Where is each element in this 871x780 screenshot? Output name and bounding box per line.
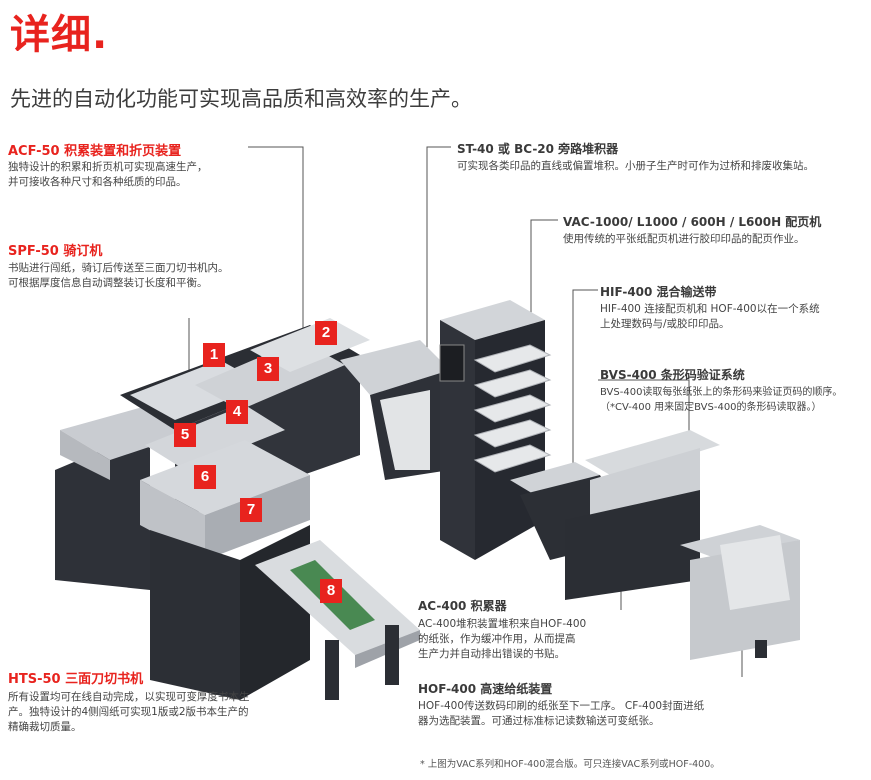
bvs-description: BVS-400读取每张纸张上的条形码来验证页码的顺序。（*CV-400 用来固定… [600, 387, 843, 413]
ac-label: AC-400 积累器 [418, 599, 507, 613]
badge-4: 4 [226, 400, 248, 424]
vac-description: 使用传统的平张纸配页机进行胶印印品的配页作业。 [563, 233, 805, 245]
vac-label: VAC-1000/ L1000 / 600H / L600H 配页机 [563, 215, 822, 229]
hif-description: HIF-400 连接配页机和 HOF-400以在一个系统上处理数码与/或胶印印品… [600, 303, 820, 330]
badge-7: 7 [240, 498, 262, 522]
spf-description: 书贴进行闯纸，骑订后传送至三面刀切书机内。可根据厚度信息自动调整装订长度和平衡。 [8, 262, 229, 289]
badge-6: 6 [194, 465, 216, 489]
st-label: ST-40 或 BC-20 旁路堆积器 [457, 142, 619, 156]
badge-3: 3 [257, 357, 279, 381]
hof-description: HOF-400传送数码印刷的纸张至下一工序。 CF-400封面进纸器为选配装置。… [418, 700, 705, 727]
acf-label: ACF-50 积累装置和折页装置 [8, 144, 182, 159]
badge-8: 8 [320, 579, 342, 603]
hts-label: HTS-50 三面刀切书机 [8, 672, 144, 687]
page-title: 详细. [10, 12, 109, 58]
st-leader-line [426, 146, 451, 373]
bvs-label: BVS-400 条形码验证系统 [600, 368, 745, 382]
badge-2: 2 [315, 321, 337, 345]
vac-leader-line [530, 219, 558, 333]
hof-label: HOF-400 高速给纸装置 [418, 682, 553, 696]
hts-description: 所有设置均可在线自动完成，以实现可变厚度书本生产。独特设计的4侧闯纸可实现1版或… [8, 691, 250, 733]
spf-label: SPF-50 骑订机 [8, 244, 103, 259]
page-subtitle: 先进的自动化功能可实现高品质和高效率的生产。 [10, 87, 472, 111]
st-description: 可实现各类印品的直线或偏置堆积。小册子生产时可作为过桥和排废收集站。 [457, 160, 814, 172]
acf-description: 独特设计的积累和折页机可实现高速生产，并可接收各种尺寸和各种纸质的印品。 [8, 161, 208, 188]
badge-1: 1 [203, 343, 225, 367]
hif-label: HIF-400 混合输送带 [600, 285, 717, 299]
footnote: * 上图为VAC系列和HOF-400混合版。可只连接VAC系列或HOF-400。 [420, 759, 720, 770]
acf-leader-line [248, 146, 304, 338]
hif-leader-line [572, 289, 598, 466]
badge-5: 5 [174, 423, 196, 447]
